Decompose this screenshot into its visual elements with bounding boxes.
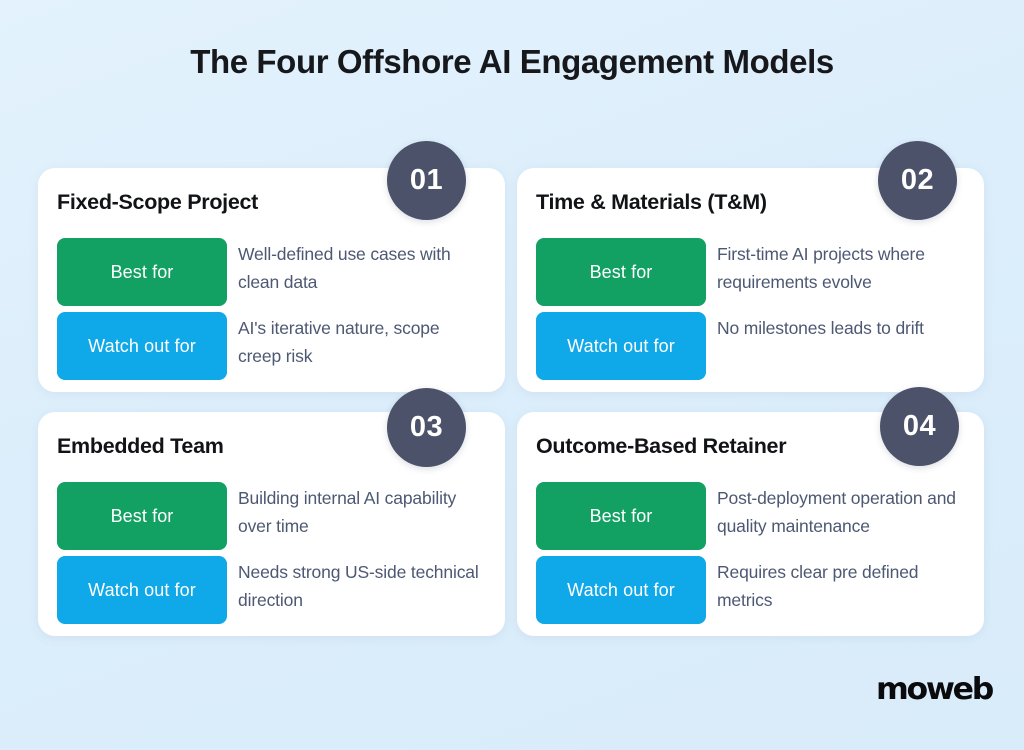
watch-out-text: AI's iterative nature, scope creep risk <box>238 318 440 366</box>
best-for-pill: Best for <box>536 238 706 306</box>
best-for-row: Best for Building internal AI capability… <box>57 482 487 550</box>
moweb-logo: moweb <box>876 672 994 707</box>
watch-out-row: Watch out for Needs strong US-side techn… <box>57 556 487 624</box>
card-title: Fixed-Scope Project <box>57 190 258 214</box>
watch-out-text: Needs strong US-side technical direction <box>238 562 479 610</box>
best-for-pill: Best for <box>57 482 227 550</box>
best-for-text: First-time AI projects where requirement… <box>717 244 925 292</box>
watch-out-row: Watch out for AI's iterative nature, sco… <box>57 312 487 380</box>
card-title: Embedded Team <box>57 434 224 458</box>
page-title: The Four Offshore AI Engagement Models <box>190 43 834 80</box>
watch-out-text: No milestones leads to drift <box>717 318 924 338</box>
best-for-pill: Best for <box>536 482 706 550</box>
card-title: Outcome-Based Retainer <box>536 434 787 458</box>
best-for-text: Well-defined use cases with clean data <box>238 244 451 292</box>
watch-out-pill: Watch out for <box>57 556 227 624</box>
best-for-text: Post-deployment operation and quality ma… <box>717 488 956 536</box>
card-number-badge-03: 03 <box>387 388 466 467</box>
best-for-row: Best for Well-defined use cases with cle… <box>57 238 487 306</box>
watch-out-pill: Watch out for <box>536 556 706 624</box>
card-title: Time & Materials (T&M) <box>536 190 767 214</box>
card-number-badge-04: 04 <box>880 387 959 466</box>
best-for-text: Building internal AI capability over tim… <box>238 488 457 536</box>
best-for-row: Best for Post-deployment operation and q… <box>536 482 966 550</box>
card-number-badge-02: 02 <box>878 141 957 220</box>
best-for-row: Best for First-time AI projects where re… <box>536 238 966 306</box>
best-for-pill: Best for <box>57 238 227 306</box>
watch-out-text: Requires clear pre defined metrics <box>717 562 919 610</box>
watch-out-row: Watch out for Requires clear pre defined… <box>536 556 966 624</box>
card-number-badge-01: 01 <box>387 141 466 220</box>
engagement-model-card-4: Outcome-Based Retainer Best for Post-dep… <box>517 412 984 636</box>
watch-out-pill: Watch out for <box>57 312 227 380</box>
watch-out-row: Watch out for No milestones leads to dri… <box>536 312 966 380</box>
watch-out-pill: Watch out for <box>536 312 706 380</box>
